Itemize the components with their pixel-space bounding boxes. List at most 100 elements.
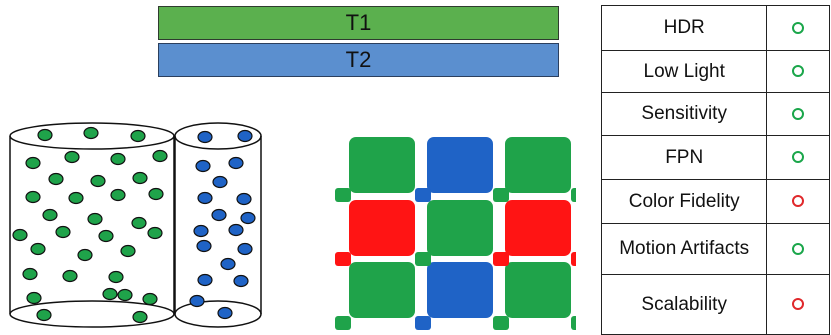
- green-charge-dot: [37, 310, 51, 321]
- filter-cell: [505, 200, 571, 256]
- blue-charge-dot: [221, 259, 235, 270]
- small-filter-cell: [415, 188, 431, 202]
- green-charge-dot: [111, 190, 125, 201]
- filter-cell: [505, 262, 571, 318]
- green-charge-dot: [88, 214, 102, 225]
- filter-cell: [349, 137, 415, 193]
- pixel-wells-diagram: [0, 118, 270, 330]
- color-filter-array: [331, 134, 576, 334]
- green-charges: [13, 128, 167, 323]
- feature-status: [767, 180, 830, 224]
- t2-bar: T2: [158, 43, 559, 77]
- small-filter-cell: [415, 316, 431, 330]
- green-charge-dot: [27, 293, 41, 304]
- green-charge-dot: [103, 289, 117, 300]
- feature-row: Motion Artifacts: [602, 224, 830, 275]
- green-charge-dot: [121, 246, 135, 257]
- blue-charge-dot: [237, 194, 251, 205]
- fail-circle-icon: [792, 195, 804, 207]
- green-charge-dot: [26, 192, 40, 203]
- feature-label: Color Fidelity: [602, 180, 767, 224]
- blue-charge-dot: [241, 213, 255, 224]
- green-charge-dot: [91, 176, 105, 187]
- blue-charge-dot: [196, 161, 210, 172]
- feature-label: Low Light: [602, 51, 767, 93]
- ok-circle-icon: [792, 151, 804, 163]
- blue-charge-dot: [213, 177, 227, 188]
- green-charge-dot: [56, 227, 70, 238]
- filter-cell: [427, 137, 493, 193]
- feature-status: [767, 93, 830, 136]
- blue-charge-dot: [190, 296, 204, 307]
- green-charge-dot: [84, 128, 98, 139]
- blue-charge-dot: [198, 275, 212, 286]
- ok-circle-icon: [792, 108, 804, 120]
- green-charge-dot: [31, 244, 45, 255]
- blue-charge-dot: [229, 225, 243, 236]
- ok-circle-icon: [792, 243, 804, 255]
- green-charge-dot: [65, 152, 79, 163]
- small-filter-cell: [493, 316, 509, 330]
- green-charge-dot: [133, 173, 147, 184]
- small-filter-cell: [493, 188, 509, 202]
- green-charge-dot: [43, 210, 57, 221]
- blue-charge-dot: [238, 131, 252, 142]
- green-charge-dot: [148, 228, 162, 239]
- green-charge-dot: [78, 250, 92, 261]
- green-charge-dot: [153, 151, 167, 162]
- green-charge-dot: [111, 154, 125, 165]
- filter-cell: [349, 200, 415, 256]
- green-charge-dot: [149, 189, 163, 200]
- green-charge-dot: [143, 294, 157, 305]
- feature-status: [767, 6, 830, 51]
- ok-circle-icon: [792, 22, 804, 34]
- green-charge-dot: [23, 269, 37, 280]
- blue-charge-dot: [212, 210, 226, 221]
- filter-cell: [349, 262, 415, 318]
- feature-label: Scalability: [602, 275, 767, 335]
- filter-cell: [427, 262, 493, 318]
- blue-charge-dot: [238, 244, 252, 255]
- feature-label: HDR: [602, 6, 767, 51]
- feature-status: [767, 51, 830, 93]
- green-charge-dot: [49, 174, 63, 185]
- green-charge-dot: [109, 272, 123, 283]
- feature-label: FPN: [602, 136, 767, 180]
- small-well: [175, 123, 261, 327]
- small-filter-cell: [335, 316, 351, 330]
- green-charge-dot: [99, 231, 113, 242]
- green-charge-dot: [69, 193, 83, 204]
- blue-charge-dot: [198, 132, 212, 143]
- t1-bar: T1: [158, 6, 559, 40]
- feature-status: [767, 275, 830, 335]
- green-charge-dot: [118, 290, 132, 301]
- t1-label: T1: [346, 10, 372, 36]
- blue-charge-dot: [234, 276, 248, 287]
- green-charge-dot: [131, 131, 145, 142]
- filter-cell: [505, 137, 571, 193]
- blue-charge-dot: [198, 193, 212, 204]
- ok-circle-icon: [792, 65, 804, 77]
- green-charge-dot: [26, 158, 40, 169]
- blue-charge-dot: [197, 241, 211, 252]
- small-filter-cell: [335, 252, 351, 266]
- small-filter-cell: [493, 252, 509, 266]
- feature-status: [767, 136, 830, 180]
- feature-row: Scalability: [602, 275, 830, 335]
- fail-circle-icon: [792, 298, 804, 310]
- feature-row: HDR: [602, 6, 830, 51]
- t2-label: T2: [346, 47, 372, 73]
- filter-cell: [427, 200, 493, 256]
- feature-status: [767, 224, 830, 275]
- blue-charges: [190, 131, 255, 319]
- feature-row: Sensitivity: [602, 93, 830, 136]
- small-filter-cell: [415, 252, 431, 266]
- green-charge-dot: [133, 312, 147, 323]
- feature-row: FPN: [602, 136, 830, 180]
- feature-label: Sensitivity: [602, 93, 767, 136]
- green-charge-dot: [38, 130, 52, 141]
- small-filter-cell: [571, 252, 576, 266]
- green-charge-dot: [13, 230, 27, 241]
- blue-charge-dot: [229, 158, 243, 169]
